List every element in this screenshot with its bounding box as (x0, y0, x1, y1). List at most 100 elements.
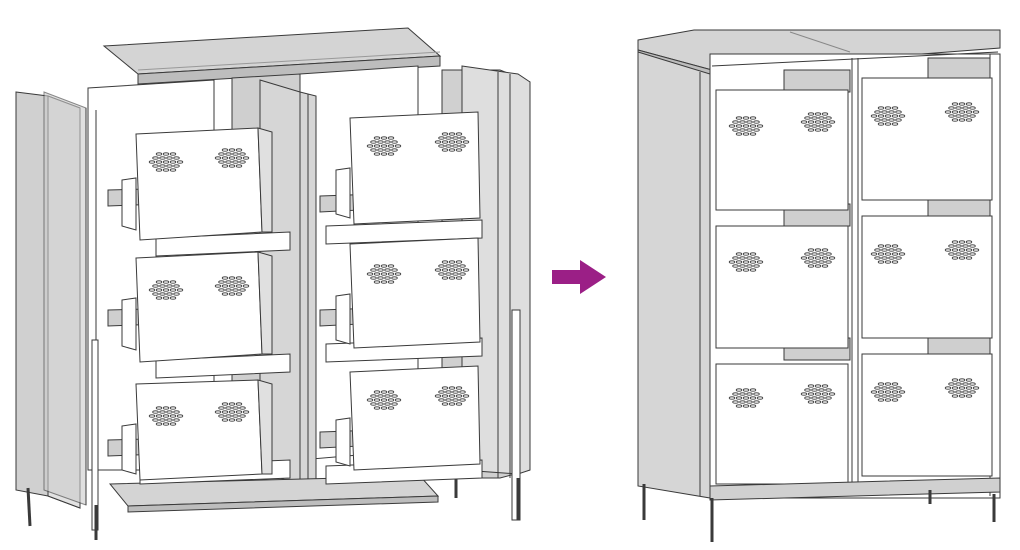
vent-hole (739, 392, 746, 396)
vent-hole (811, 124, 818, 128)
vent-hole (958, 378, 966, 382)
vent-hole (434, 268, 442, 272)
vent-hole (448, 394, 456, 398)
vent-hole (455, 260, 463, 264)
vent-hole (235, 292, 243, 296)
vent-hole (438, 136, 445, 140)
vent-hole (739, 400, 746, 404)
vent-hole (821, 392, 829, 396)
vent-hole (380, 152, 388, 156)
vent-holes-icon (148, 132, 470, 426)
vent-hole (955, 244, 962, 248)
vent-hole (228, 164, 236, 168)
vent-hole (387, 144, 395, 148)
vent-hole (155, 280, 163, 284)
vent-hole (746, 256, 753, 260)
vent-hole (221, 164, 229, 168)
vent-hole (173, 292, 180, 296)
vent-hole (232, 406, 239, 410)
vent-hole (152, 410, 159, 414)
vent-hole (152, 164, 159, 168)
vent-hole (944, 110, 952, 114)
vent-hole (387, 136, 395, 140)
vent-hole (895, 118, 902, 122)
vent-hole (807, 248, 815, 252)
vent-hole (958, 118, 966, 122)
vent-hole (173, 418, 180, 422)
vent-hole (742, 260, 750, 264)
vent-hole (955, 390, 962, 394)
vent-hole (818, 124, 825, 128)
vent-hole (884, 382, 892, 386)
vent-hole (818, 396, 825, 400)
vent-hole (891, 114, 899, 118)
vent-hole (800, 392, 808, 396)
vent-hole (811, 252, 818, 256)
vent-hole (877, 252, 885, 256)
vent-hole (221, 156, 229, 160)
vent-hole (951, 256, 959, 260)
vent-hole (242, 410, 250, 414)
vent-hole (891, 106, 899, 110)
vent-hole (459, 272, 466, 276)
vent-hole (962, 114, 969, 118)
vent-hole (387, 264, 395, 268)
vent-hole (732, 128, 739, 132)
vent-hole (742, 132, 750, 136)
vent-hole (811, 260, 818, 264)
vent-hole (445, 144, 452, 148)
vent-hole (159, 156, 166, 160)
vent-hole (162, 406, 170, 410)
vent-hole (380, 272, 388, 276)
vent-hole (825, 396, 832, 400)
vent-hole (821, 264, 829, 268)
vent-hole (394, 144, 402, 148)
vent-hole (173, 284, 180, 288)
vent-hole (434, 394, 442, 398)
vent-hole (239, 152, 246, 156)
vent-hole (235, 284, 243, 288)
vent-hole (373, 152, 381, 156)
vent-hole (818, 260, 825, 264)
vent-hole (452, 398, 459, 402)
vent-hole (166, 418, 173, 422)
door-panel (861, 353, 993, 477)
vent-hole (891, 398, 899, 402)
vent-hole (958, 240, 966, 244)
vent-hole (221, 410, 229, 414)
vent-hole (874, 248, 881, 252)
vent-hole (948, 244, 955, 248)
vent-hole (377, 394, 384, 398)
vent-hole (221, 402, 229, 406)
vent-hole (884, 398, 892, 402)
vent-hole (814, 400, 822, 404)
vent-hole (891, 382, 899, 386)
vent-hole (881, 394, 888, 398)
vent-hole (881, 118, 888, 122)
vent-hole (448, 268, 456, 272)
vent-hole (735, 396, 743, 400)
vent-hole (380, 406, 388, 410)
vent-hole (462, 268, 470, 272)
vent-hole (969, 390, 976, 394)
vent-hole (162, 288, 170, 292)
vent-hole (728, 396, 736, 400)
vent-hole (814, 128, 822, 132)
vent-hole (218, 152, 225, 156)
vent-hole (373, 144, 381, 148)
vent-hole (366, 144, 374, 148)
vent-hole (962, 244, 969, 248)
vent-hole (239, 160, 246, 164)
vent-hole (384, 394, 391, 398)
vent-hole (155, 152, 163, 156)
vent-hole (804, 396, 811, 400)
vent-hole (969, 244, 976, 248)
vent-hole (870, 114, 878, 118)
vent-hole (958, 256, 966, 260)
vent-hole (228, 402, 236, 406)
vent-hole (728, 260, 736, 264)
vent-hole (148, 288, 156, 292)
vent-hole (228, 156, 236, 160)
vent-hole (944, 386, 952, 390)
